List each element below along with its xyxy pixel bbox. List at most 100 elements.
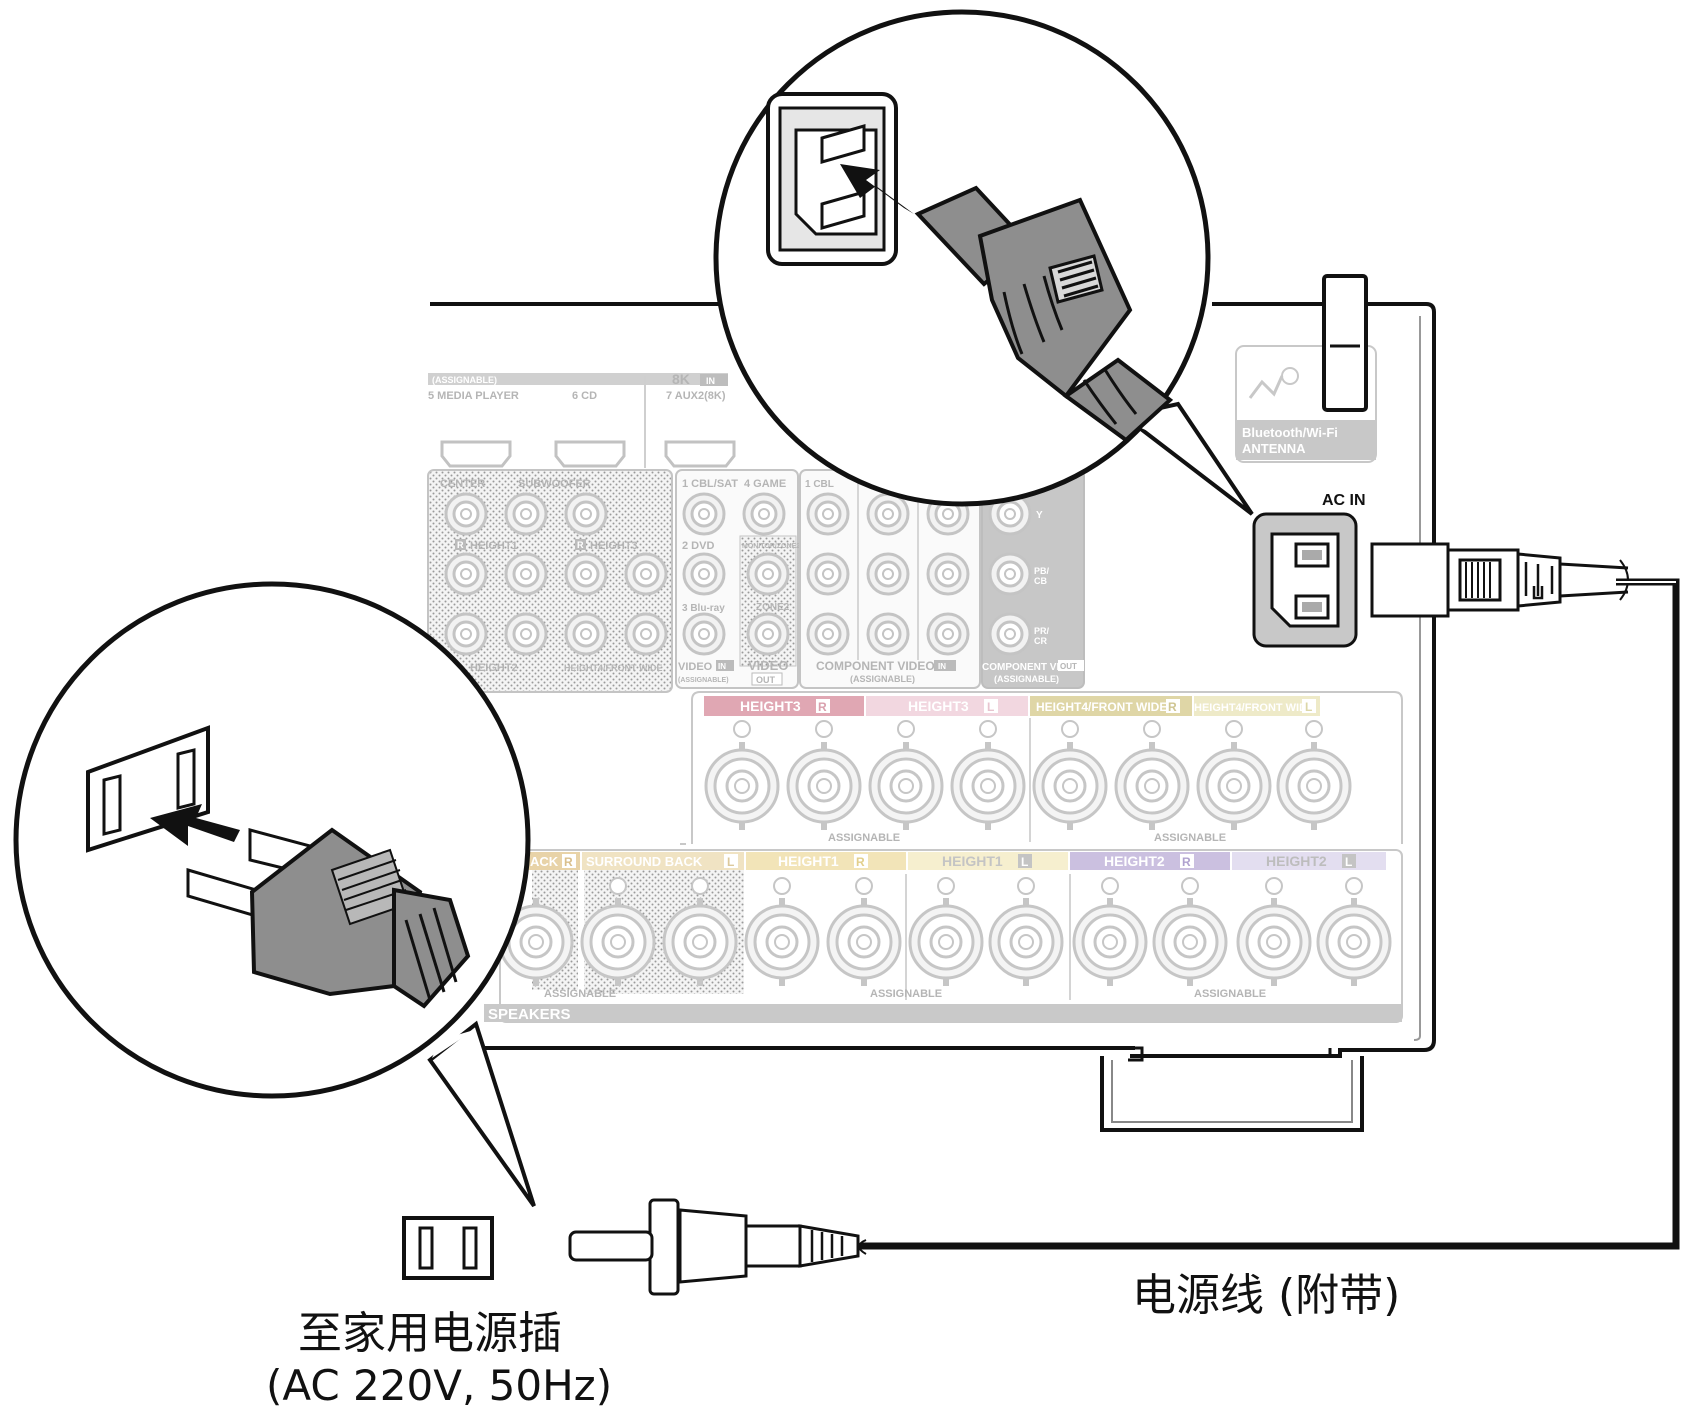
outlet-label-line2: (AC 220V, 50Hz)	[266, 1361, 612, 1410]
speaker-terminal[interactable]	[908, 896, 984, 988]
rca-jack[interactable]	[624, 612, 668, 656]
hdmi-cd-label: 6 CD	[572, 390, 597, 402]
rca-jack[interactable]	[564, 552, 608, 596]
video-bluray-label: 3 Blu-ray	[682, 603, 725, 614]
rca-jack[interactable]	[806, 612, 850, 656]
speaker-terminal[interactable]	[744, 896, 820, 988]
rca-jack[interactable]	[988, 552, 1032, 596]
component-out-assignable-label: (ASSIGNABLE)	[994, 674, 1059, 684]
antenna: Bluetooth/Wi-Fi ANTENNA	[1235, 274, 1377, 463]
speaker-terminal[interactable]	[1276, 740, 1352, 832]
rca-jack[interactable]	[444, 552, 488, 596]
speaker-terminal[interactable]	[1114, 740, 1190, 832]
preout-subwoofer-label: SUBWOOFER	[518, 478, 591, 490]
video-dvd-label: 2 DVD	[682, 540, 714, 552]
component-cr-label: CR	[1034, 636, 1047, 646]
rca-jack[interactable]	[806, 552, 850, 596]
speaker-terminal[interactable]	[704, 740, 780, 832]
assignable-label: ASSIGNABLE	[828, 832, 900, 844]
speaker-surround-back-l-label: SURROUND BACK	[586, 854, 703, 869]
rca-jack[interactable]	[682, 492, 726, 536]
speaker-side-badge: L	[987, 700, 994, 714]
speaker-terminal[interactable]	[1236, 896, 1312, 988]
rca-jack[interactable]	[624, 552, 668, 596]
outlet-label-line1: 至家用电源插	[298, 1308, 562, 1359]
rca-jack[interactable]	[564, 492, 608, 536]
speaker-side-badge: L	[727, 855, 734, 869]
rca-jack[interactable]	[742, 492, 786, 536]
rca-jack[interactable]	[504, 612, 548, 656]
video-in-label: VIDEO	[678, 661, 713, 673]
antenna-label-line2: ANTENNA	[1242, 441, 1306, 456]
rca-jack[interactable]	[988, 612, 1032, 656]
assignable-label: ASSIGNABLE	[544, 988, 616, 1000]
speaker-terminal[interactable]	[826, 896, 902, 988]
speaker-terminal[interactable]	[1072, 896, 1148, 988]
speaker-side-badge: R	[564, 855, 573, 869]
rca-jack[interactable]	[682, 552, 726, 596]
speaker-terminal[interactable]	[1316, 896, 1392, 988]
assignable-label: ASSIGNABLE	[1154, 832, 1226, 844]
hdmi-8k-label: 8K	[672, 371, 690, 387]
speaker-side-badge: R	[1168, 700, 1177, 714]
rca-jack[interactable]	[806, 492, 850, 536]
hdmi-assignable-label: (ASSIGNABLE)	[432, 375, 497, 385]
speaker-terminal[interactable]	[1152, 896, 1228, 988]
speaker-terminal[interactable]	[950, 740, 1026, 832]
hdmi-port-7[interactable]	[664, 440, 736, 468]
rca-jack[interactable]	[444, 612, 488, 656]
speaker-terminal[interactable]	[988, 896, 1064, 988]
assignable-label: ASSIGNABLE	[870, 988, 942, 1000]
rca-jack[interactable]	[866, 492, 910, 536]
ac-in-inlet[interactable]: AC IN	[1252, 492, 1366, 648]
rca-jack[interactable]	[866, 612, 910, 656]
video-out-badge: OUT	[756, 675, 776, 685]
video-cbl-sat-label: 1 CBL/SAT	[682, 478, 738, 490]
hdmi-input-section: (ASSIGNABLE) 8K IN 5 MEDIA PLAYER 6 CD 7…	[428, 371, 736, 468]
preout-section: CENTER SUBWOOFER R HEIGHT1 R HEIGHT3 HEI…	[427, 469, 673, 693]
speaker-terminal[interactable]	[1032, 740, 1108, 832]
rca-jack[interactable]	[444, 492, 488, 536]
speaker-polarity-marks	[733, 720, 1323, 738]
svg-text:R: R	[457, 540, 464, 550]
rca-jack[interactable]	[682, 612, 726, 656]
video-monitor-zone2-label: MONITOR/ZONE2	[742, 543, 800, 550]
assignable-label: ASSIGNABLE	[1194, 988, 1266, 1000]
speaker-surround-back-r-label: ACK	[530, 854, 559, 869]
video-assignable-label: (ASSIGNABLE)	[678, 677, 729, 684]
preout-height2-label: HEIGHT2	[470, 662, 518, 674]
rca-jack[interactable]	[504, 552, 548, 596]
rca-jack[interactable]	[746, 612, 790, 656]
rca-jack[interactable]	[564, 612, 608, 656]
speaker-height1-l-label: HEIGHT1	[942, 853, 1003, 869]
rca-jack[interactable]	[866, 552, 910, 596]
component-out-label: COMPONENT VIDEO	[982, 662, 1081, 673]
speaker-section-upper: HEIGHT3 R HEIGHT3 L HEIGHT4/FRONT WIDE R…	[680, 691, 1403, 845]
speaker-section-lower: ACK R SURROUND BACK L HEIGHT1 R HEIGHT1 …	[484, 849, 1403, 1023]
video-out-label: VIDEO	[748, 658, 788, 673]
speaker-side-badge: L	[1021, 855, 1028, 869]
ac-in-label: AC IN	[1322, 492, 1366, 509]
rca-jack[interactable]	[746, 552, 790, 596]
antenna-icon	[1248, 375, 1284, 399]
component-in-badge: IN	[938, 662, 946, 671]
preout-height4fw-label: HEIGHT4/FRONT WIDE	[564, 663, 663, 673]
component-pr-label: PR/	[1034, 626, 1050, 636]
rca-jack[interactable]	[926, 612, 970, 656]
power-cord	[568, 542, 1680, 1296]
speaker-terminal[interactable]	[868, 740, 944, 832]
hdmi-port-5[interactable]	[440, 440, 512, 468]
component-cbl-label: 1 CBL	[805, 479, 834, 490]
rca-jack[interactable]	[504, 492, 548, 536]
hdmi-port-6[interactable]	[554, 440, 626, 468]
speaker-terminal[interactable]	[786, 740, 862, 832]
speaker-polarity-marks	[609, 877, 1363, 895]
speaker-terminal[interactable]	[1196, 740, 1272, 832]
component-in-label: COMPONENT VIDEO	[816, 659, 935, 673]
speaker-side-badge: R	[1182, 855, 1191, 869]
zoom-bubble-outlet	[13, 581, 536, 1208]
rca-jack[interactable]	[926, 552, 970, 596]
component-pb-label: PB/	[1034, 566, 1050, 576]
component-out-badge: OUT	[1060, 662, 1077, 671]
